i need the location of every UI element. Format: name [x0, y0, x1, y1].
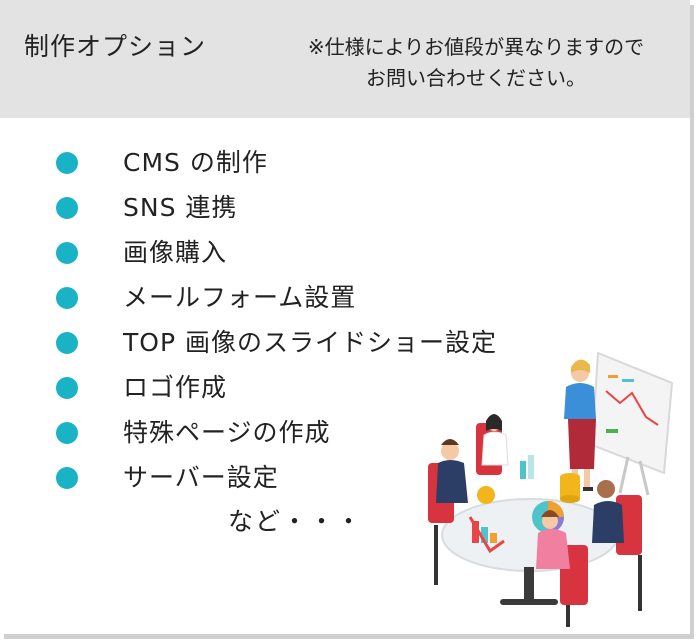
bullet-icon	[56, 196, 78, 219]
header-title: 制作オプション	[24, 32, 207, 61]
list-item-label: CMS の制作	[123, 148, 268, 177]
bullet-icon	[56, 466, 78, 489]
list-item: TOP 画像のスライドショー設定	[56, 320, 497, 365]
list-item: 特殊ページの作成	[56, 410, 497, 455]
options-card: 制作オプション ※仕様によりお値段が異なりますので お問い合わせください。 CM…	[0, 0, 690, 627]
list-item-label: SNS 連携	[123, 193, 238, 222]
bullet-icon	[56, 376, 78, 399]
etc-text: など・・・	[228, 507, 364, 536]
list-item: ロゴ作成	[56, 365, 497, 410]
list-item-label: サーバー設定	[123, 463, 279, 492]
card-header: 制作オプション ※仕様によりお値段が異なりますので お問い合わせください。	[0, 0, 690, 118]
list-item-label: TOP 画像のスライドショー設定	[123, 328, 497, 357]
list-item: サーバー設定	[56, 455, 497, 500]
list-item: CMS の制作	[56, 140, 497, 185]
bullet-icon	[56, 241, 78, 264]
presenter-figure	[564, 359, 596, 491]
bullet-icon	[56, 151, 78, 174]
header-note-line-1: ※仕様によりお値段が異なりますので	[307, 35, 645, 59]
bullet-icon	[56, 421, 78, 444]
list-item-label: ロゴ作成	[123, 373, 228, 402]
header-note: ※仕様によりお値段が異なりますので お問い合わせください。	[266, 32, 686, 94]
list-item: SNS 連携	[56, 185, 497, 230]
list-item-label: 特殊ページの作成	[123, 418, 331, 447]
bullet-icon	[56, 286, 78, 309]
option-list: CMS の制作 SNS 連携 画像購入 メールフォーム設置 TOP 画像のスライ…	[56, 140, 497, 500]
list-item: メールフォーム設置	[56, 275, 497, 320]
bullet-icon	[56, 331, 78, 354]
list-item-label: メールフォーム設置	[123, 283, 357, 312]
business-meeting-illustration-icon	[428, 351, 674, 627]
list-item: 画像購入	[56, 230, 497, 275]
meeting-table	[441, 455, 619, 605]
list-item-label: 画像購入	[123, 238, 228, 267]
header-note-line-2: お問い合わせください。	[366, 66, 586, 90]
seated-people	[428, 414, 642, 627]
presentation-board	[590, 351, 674, 496]
